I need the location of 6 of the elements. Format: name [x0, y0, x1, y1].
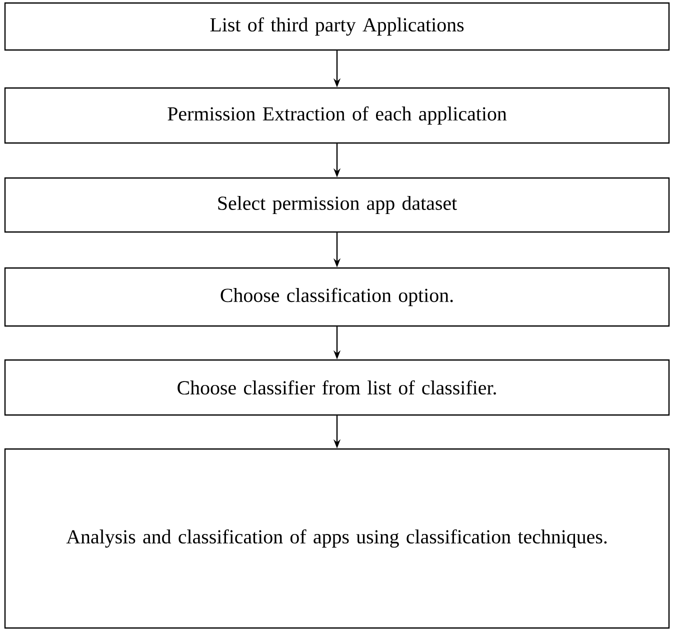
- process-box: List of third party Applications: [4, 2, 670, 51]
- process-box: Analysis and classification of apps using classification techniques.: [4, 448, 670, 629]
- process-box: Select permission app dataset: [4, 177, 670, 233]
- process-box: Choose classification option.: [4, 267, 670, 327]
- process-box: Choose classifier from list of classifier.: [4, 359, 670, 416]
- process-box: Permission Extraction of each application: [4, 87, 670, 144]
